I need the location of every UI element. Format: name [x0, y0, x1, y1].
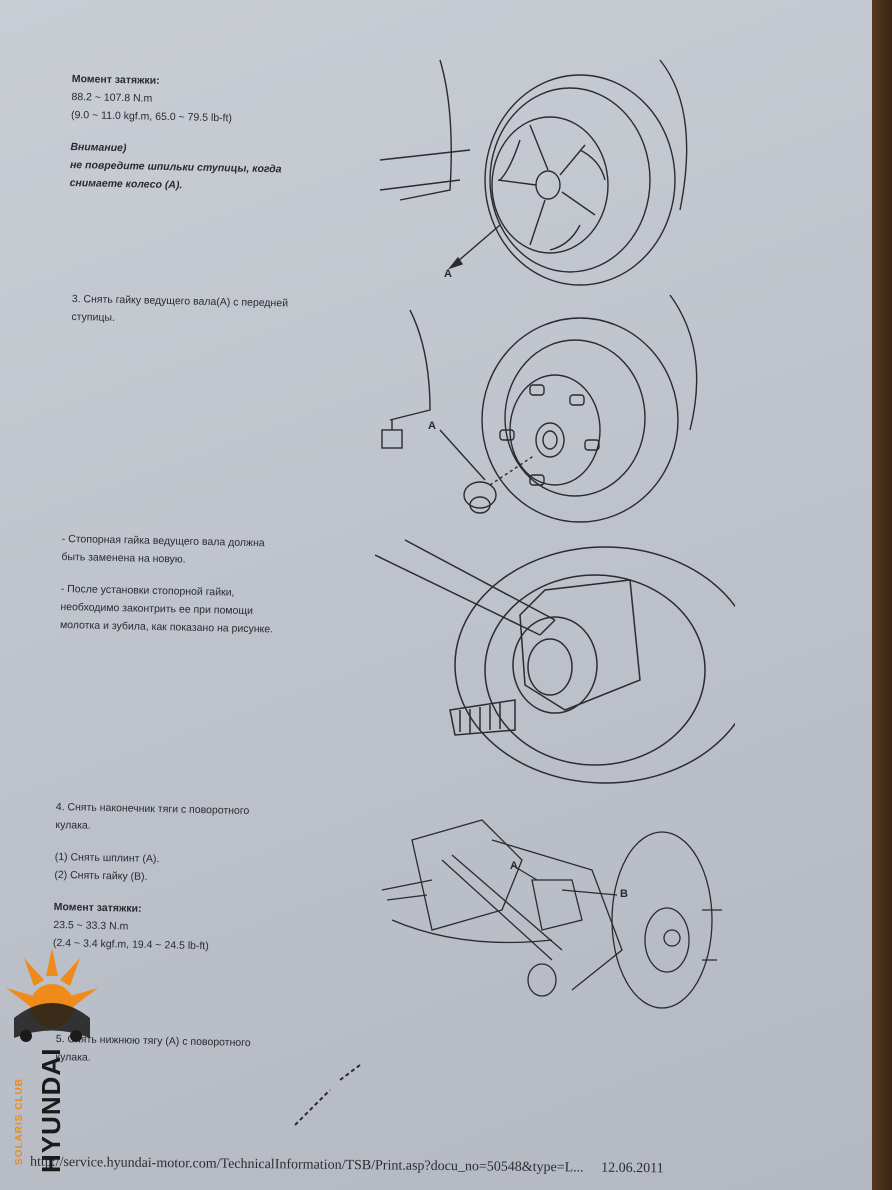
figure-tie-rod: A B: [372, 800, 732, 1010]
sun-logo-icon: [6, 948, 98, 1042]
step4-text: 4. Снять наконечник тяги с поворотного к…: [53, 798, 250, 956]
logo-sub: SOLARIS CLUB: [14, 1078, 25, 1166]
pen-mark: [294, 1064, 361, 1126]
figure-wheel: A: [379, 50, 710, 290]
background-edge: [870, 0, 892, 1190]
footer-url: http://service.hyundai-motor.com/Technic…: [29, 1154, 584, 1176]
figure-chisel: [374, 535, 756, 785]
notes-text: - Стопорная гайка ведущего вала должна б…: [60, 530, 275, 638]
fig2-label: A: [428, 420, 436, 432]
section1-text: Момент затяжки: 88.2 ~ 107.8 N.m (9.0 ~ …: [69, 70, 283, 196]
document-page: Момент затяжки: 88.2 ~ 107.8 N.m (9.0 ~ …: [0, 0, 872, 1190]
fig4-label-b: B: [620, 888, 628, 900]
footer-date: 12.06.2011: [601, 1160, 664, 1177]
fig4-label-a: A: [510, 860, 518, 872]
step3-text: 3. Снять гайку ведущего вала(A) с передн…: [71, 290, 288, 331]
note2-line3: молотка и зубила, как показано на рисунк…: [59, 618, 274, 636]
footer: http://service.hyundai-motor.com/Technic…: [30, 1155, 664, 1178]
fig1-label: A: [444, 268, 452, 280]
logo-brand: HYUNDAI: [36, 1047, 66, 1173]
figure-hub: A: [370, 290, 720, 530]
